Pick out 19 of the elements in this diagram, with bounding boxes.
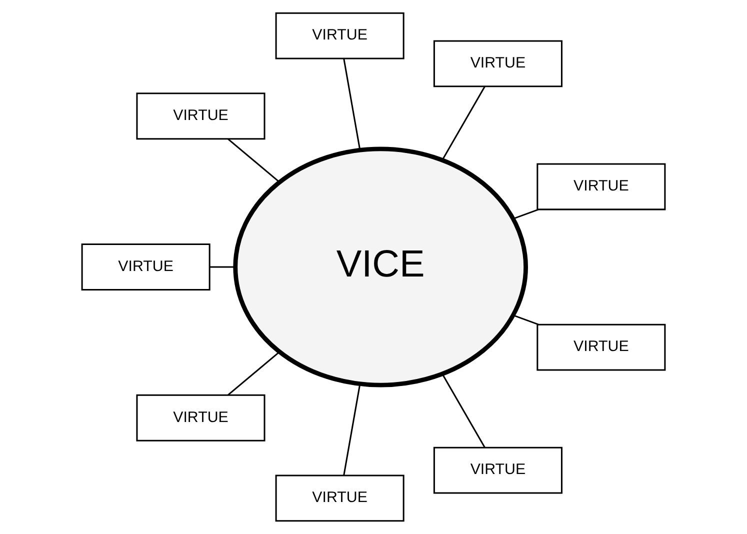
node-box: VIRTUE: [536, 163, 666, 210]
connector: [442, 86, 486, 160]
node-box: VIRTUE: [275, 12, 404, 60]
node-box: VIRTUE: [433, 40, 562, 88]
connector: [210, 266, 236, 268]
connector: [228, 138, 280, 182]
connector: [513, 314, 539, 326]
connector: [442, 374, 486, 448]
node-ellipse: VICE: [233, 146, 528, 388]
node-box: VIRTUE: [136, 394, 266, 442]
node-box: VIRTUE: [275, 474, 404, 522]
node-box: VIRTUE: [81, 244, 210, 290]
node-box: VIRTUE: [536, 324, 666, 371]
node-box: VIRTUE: [433, 446, 562, 494]
connector: [343, 384, 361, 476]
node-box: VIRTUE: [136, 92, 266, 140]
connector: [343, 58, 361, 150]
connector: [228, 352, 280, 396]
connector: [513, 208, 539, 220]
